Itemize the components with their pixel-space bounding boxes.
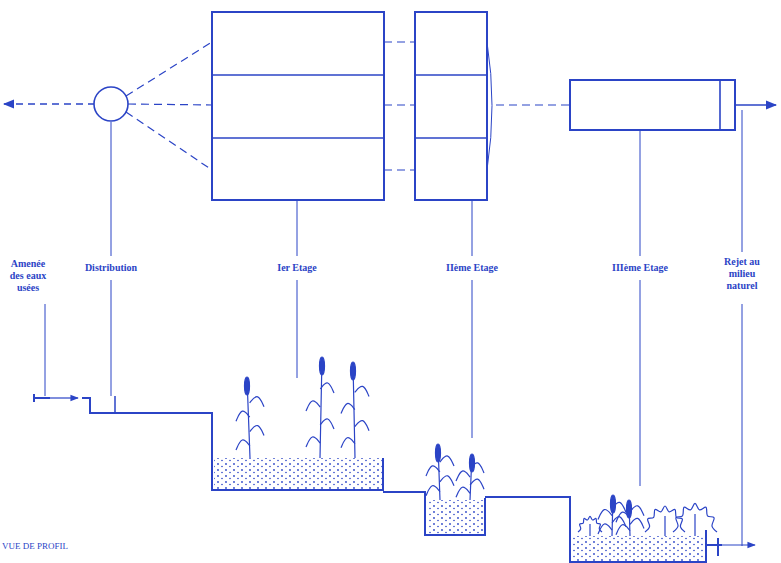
bush-stem — [664, 516, 665, 536]
reed-leaf — [456, 487, 470, 497]
profile-view — [34, 357, 755, 562]
reed-leaf — [236, 440, 250, 450]
reed-leaf — [440, 476, 454, 486]
reed-leaf — [306, 401, 320, 411]
reed-plume — [436, 444, 441, 462]
view-caption: VUE DE PROFIL — [2, 540, 102, 552]
outlet-label: Rejet au milieu naturel — [717, 256, 767, 292]
reed-plume — [611, 495, 616, 513]
stage-label: IIIème Etage — [600, 262, 680, 274]
reed-leaf — [320, 383, 334, 393]
reed-leaf — [355, 421, 369, 431]
stage-label: Ier Etage — [262, 262, 332, 274]
reed-leaf — [630, 518, 644, 528]
reed-leaf — [426, 466, 440, 476]
stage-label: IIème Etage — [432, 262, 512, 274]
plan-view — [4, 12, 776, 200]
bush-stem — [589, 524, 590, 536]
reed-plume — [627, 500, 632, 518]
reed-leaf — [250, 397, 264, 407]
reed-plume — [351, 362, 356, 380]
reed-leaf — [306, 437, 320, 447]
reed-plume — [245, 377, 250, 395]
reed-leaf — [341, 438, 355, 448]
inlet-label: Amenée des eaux usées — [3, 258, 53, 294]
reed-leaf — [355, 386, 369, 396]
leader-lines — [45, 110, 742, 546]
reed-leaf — [440, 456, 454, 466]
reed-leaf — [598, 524, 612, 534]
reed-leaf — [426, 486, 440, 496]
reed-leaf — [250, 426, 264, 436]
reed-leaf — [598, 510, 612, 520]
reed-leaf — [470, 479, 484, 489]
distribution-label: Distribution — [76, 262, 146, 274]
reed-plume — [320, 357, 325, 375]
reed-plume — [470, 454, 475, 472]
reed-leaf — [320, 419, 334, 429]
reed-leaf — [236, 411, 250, 421]
reed-leaf — [456, 471, 470, 481]
bush-stem — [694, 514, 695, 536]
reed-leaf — [616, 525, 630, 535]
reed-leaf — [341, 403, 355, 413]
